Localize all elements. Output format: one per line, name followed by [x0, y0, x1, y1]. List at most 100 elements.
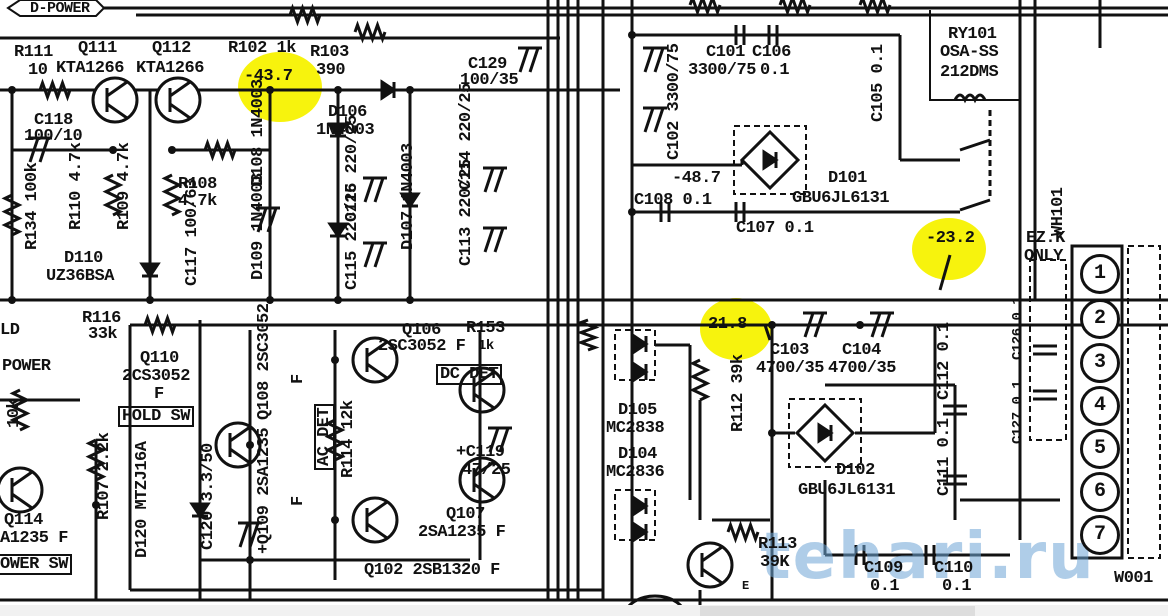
horizontal-scrollbar[interactable]	[700, 606, 975, 616]
junction-dot	[628, 208, 636, 216]
junction-dot	[334, 86, 342, 94]
resistor-icon	[778, 0, 812, 17]
r153-value: 1k	[478, 338, 494, 354]
junction-dot	[856, 321, 864, 329]
junction-dot	[246, 441, 254, 449]
connector-pin-5: 5	[1080, 429, 1120, 469]
r113-value: 39K	[760, 553, 790, 572]
r103-value: 390	[316, 61, 346, 80]
c110-label: C110	[934, 559, 973, 578]
connector-pin-7: 7	[1080, 515, 1120, 555]
d110-value: UZ36BSA	[46, 267, 114, 286]
q109-label: +Q109 2SA1235	[255, 427, 274, 554]
q108-suffix: F	[289, 374, 308, 384]
resistor-icon	[143, 313, 177, 337]
c120-label: C120 3.3/50	[199, 443, 218, 550]
q110-label: Q110	[140, 349, 179, 368]
c109-value: 0.1	[870, 577, 900, 596]
r108-value: 4.7k	[178, 192, 217, 211]
w001-label: W001	[1114, 569, 1153, 588]
diode-icon	[380, 79, 397, 101]
resistor-icon	[102, 173, 124, 217]
electrolytic-capacitor-icon	[363, 176, 387, 203]
c119-value: 47/25	[462, 461, 511, 480]
transistor-collector	[11, 470, 33, 488]
resistor-icon	[576, 318, 600, 352]
transistor-collector	[169, 80, 191, 98]
transistor-emitter	[11, 492, 33, 510]
transistor-emitter	[106, 102, 128, 120]
c101-value: 3300/75	[688, 61, 756, 80]
junction-dot	[406, 296, 414, 304]
junction-dot	[109, 146, 117, 154]
resistor-icon	[324, 418, 346, 462]
junction-dot	[266, 296, 274, 304]
resistor-icon	[726, 520, 760, 544]
c106-label: C106	[752, 43, 791, 62]
resistor-icon	[9, 388, 31, 432]
c109-label: C109	[864, 559, 903, 578]
footer-strip	[0, 605, 1168, 616]
r102-label: R102 1k	[228, 39, 296, 58]
connector-pin-3: 3	[1080, 343, 1120, 383]
transistor-emitter	[473, 392, 495, 410]
resistor-icon	[38, 78, 72, 102]
junction-dot	[8, 296, 16, 304]
diode-icon	[632, 495, 649, 517]
electrolytic-capacitor-icon	[643, 46, 667, 73]
r114-label: R114 12k	[339, 400, 358, 478]
resistor-icon	[689, 358, 711, 402]
r103-label: R103	[310, 43, 349, 62]
wh101-label: WH101	[1049, 187, 1068, 236]
q106-label: Q106	[402, 321, 441, 340]
diode-icon	[399, 192, 421, 209]
transistor-collector	[366, 340, 388, 358]
junction-dot	[331, 516, 339, 524]
voltage-highlight-1	[238, 52, 322, 122]
transistor-collector	[473, 460, 495, 478]
r134-label: R134 100k	[23, 162, 42, 250]
transistor-emitter	[229, 447, 251, 465]
r111-value: 10	[28, 61, 48, 80]
resistor-icon	[288, 3, 322, 27]
resistor-icon	[203, 138, 237, 162]
c118-label: C118	[34, 111, 73, 130]
electrolytic-capacitor-icon	[256, 206, 280, 233]
c104-value: 4700/35	[828, 359, 896, 378]
d106-value: 1N4003	[316, 121, 375, 140]
transistor-icon	[458, 366, 506, 414]
d102-label: D102	[836, 461, 875, 480]
c108-label: C108 0.1	[634, 191, 712, 210]
d108-label: D108 1N4003	[249, 79, 268, 186]
connector-outline	[1127, 245, 1161, 559]
diode-icon	[327, 222, 349, 239]
electrolytic-capacitor-icon	[28, 136, 52, 163]
transistor-emitter	[366, 522, 388, 540]
power-label: POWER	[2, 357, 51, 376]
ez-k-outline	[1029, 259, 1067, 441]
q108-label: Q108 2SC3052	[255, 303, 274, 420]
junction-dot	[168, 146, 176, 154]
r111-label: R111	[14, 43, 53, 62]
bridge-rectifier-icon	[794, 402, 856, 464]
r112-label: R112 39k	[729, 354, 748, 432]
electrolytic-capacitor-icon	[518, 46, 542, 73]
connector-pin-2: 2	[1080, 299, 1120, 339]
ry101-value-1: OSA-SS	[940, 43, 999, 62]
transistor-icon	[154, 76, 202, 124]
resistor-icon	[161, 173, 183, 217]
voltage-highlight-4	[700, 298, 772, 360]
c106-value: 0.1	[760, 61, 790, 80]
r109-label: R109 4.7k	[115, 142, 134, 230]
q110-value: 2CS3052	[122, 367, 190, 386]
transistor-emitter	[366, 362, 388, 380]
junction-dot	[331, 356, 339, 364]
transistor-icon	[351, 496, 399, 544]
q111-value: KTA1266	[56, 59, 124, 78]
transistor-collector	[366, 500, 388, 518]
d109-label: D109 1N4003	[249, 173, 268, 280]
d105-label: D105	[618, 401, 657, 420]
transistor-emitter	[701, 567, 723, 585]
transistor-icon	[351, 336, 399, 384]
electrolytic-capacitor-icon	[870, 311, 894, 338]
